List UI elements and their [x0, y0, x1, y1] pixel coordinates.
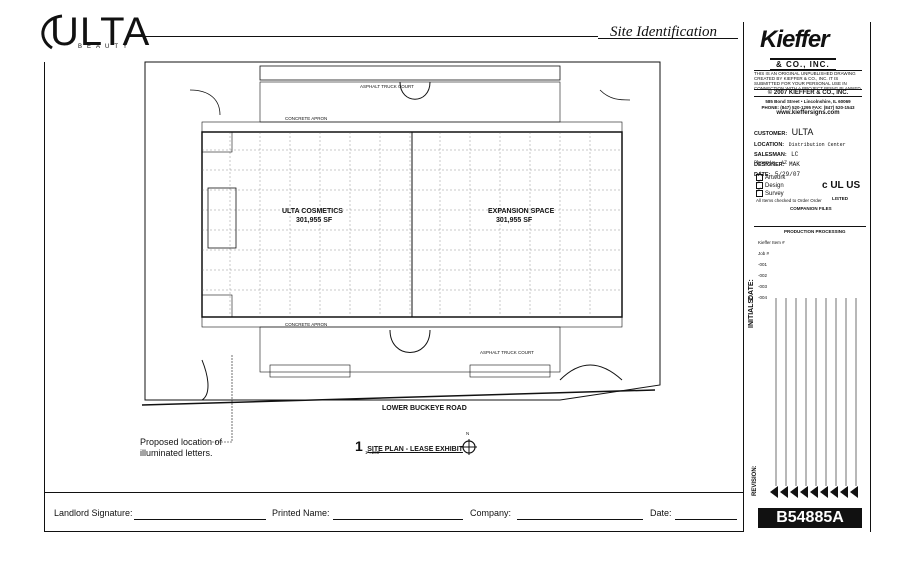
- top-parking: [259, 65, 561, 81]
- rev-date-label: DATE:: [748, 279, 755, 300]
- area-label-2: CONCRETE APRON: [285, 322, 328, 327]
- frame-bottom: [44, 531, 744, 532]
- driveway-right: [559, 364, 623, 381]
- revision-label: REVISION:: [752, 465, 758, 496]
- truck-court-top: [259, 81, 561, 123]
- ul-listed: LISTED: [832, 196, 849, 201]
- company-label: Company:: [470, 508, 512, 518]
- ulta-logo: ULTA: [36, 10, 149, 54]
- copyright: © 2007 KIEFFER & CO., INC.: [754, 89, 862, 97]
- north-arrow-icon: [461, 439, 477, 455]
- logo-arc-icon: [41, 14, 63, 50]
- corner-office-top: [201, 131, 233, 153]
- landlord-signature-field[interactable]: [134, 518, 266, 520]
- apron-top: [201, 121, 623, 133]
- plan-title-block: 1 SITE PLAN - LEASE EXHIBIT 1"=200': [355, 438, 463, 456]
- bottom-parking-right: [469, 364, 551, 378]
- road-label: LOWER BUCKEYE ROAD: [382, 405, 467, 412]
- field-row: DESIGNER: MAK: [754, 161, 800, 168]
- header-rule: [140, 36, 598, 37]
- date-label: Date:: [650, 508, 672, 518]
- area-label-4: ASPHALT TRUCK COURT: [480, 350, 534, 355]
- corner-office-bottom: [201, 294, 233, 318]
- area-label-1: CONCRETE APRON: [285, 116, 328, 121]
- ulta-cosmetics-label: ULTA COSMETICS: [282, 208, 343, 215]
- titleblock-fields: CUSTOMER: ULTA LOCATION: Distribution Ce…: [754, 122, 864, 178]
- logo-text: ULTA: [50, 10, 151, 54]
- field-row: SALESMAN: LC: [754, 151, 799, 158]
- header-rule-right: [598, 38, 738, 39]
- fine-print: THIS IS AN ORIGINAL UNPUBLISHED DRAWING …: [754, 70, 862, 89]
- road-line: [141, 389, 656, 406]
- website: www.kieffersigns.com: [776, 110, 840, 116]
- checks-note: All Items checked to Order Order: [756, 198, 822, 204]
- printed-name-label: Printed Name:: [272, 508, 330, 518]
- kieffer-logo: Kieffer & CO., INC.: [760, 26, 858, 71]
- divider: [754, 226, 866, 227]
- callout-leader: [212, 354, 233, 443]
- check-artwork[interactable]: Artwork: [756, 171, 822, 182]
- check-design[interactable]: Design: [756, 179, 822, 190]
- truck-court-bottom: [259, 326, 561, 373]
- plan-number: 1: [355, 438, 363, 454]
- titleblock-right: [870, 22, 871, 532]
- signature-top-rule: [44, 492, 744, 493]
- company-name: Kieffer: [760, 26, 830, 53]
- printed-name-field[interactable]: [333, 518, 463, 520]
- callout-text: Proposed location of illuminated letters…: [140, 437, 223, 458]
- frame-left: [44, 62, 45, 532]
- address: 585 Bond Street • Lincolnshire, IL 60069: [765, 99, 851, 104]
- check-survey[interactable]: Survey: [756, 187, 822, 198]
- approval-checks: Artwork Design Survey All Items checked …: [756, 171, 822, 204]
- site-plan-drawing: [141, 61, 661, 406]
- ulta-cosmetics-area: 301,955 SF: [296, 217, 333, 224]
- field-row: DATE: 5/29/07: [754, 171, 801, 178]
- phone: PHONE: (847) 520-1295 FAX: (847) 520-154…: [761, 105, 855, 110]
- ul-mark-icon: c UL US: [822, 180, 861, 191]
- job-code-badge: B54885A: [758, 508, 862, 528]
- area-label-3: ASPHALT TRUCK COURT: [360, 84, 414, 89]
- revision-grid: [770, 298, 858, 498]
- site-boundary: [144, 61, 661, 401]
- page-title: Site Identification: [610, 24, 718, 40]
- entry-bottom: [389, 329, 431, 353]
- logo-sub: BEAUTY: [78, 44, 133, 50]
- landlord-signature-label: Landlord Signature:: [54, 508, 133, 518]
- initials-label: INITIALS:: [748, 296, 755, 329]
- expansion-label: EXPANSION SPACE: [488, 208, 555, 215]
- plan-scale: 1"=200': [365, 450, 381, 455]
- expansion-area: 301,955 SF: [496, 217, 533, 224]
- office-block: [207, 187, 237, 249]
- production-rows: Kieffer Item # Job # -001 -002 -003 -004: [758, 240, 785, 300]
- company-field[interactable]: [517, 518, 643, 520]
- companion-files: COMPANION FILES: [790, 206, 832, 211]
- north-label: N: [466, 431, 470, 436]
- driveway-left: [201, 359, 209, 401]
- apron-bottom: [201, 316, 623, 328]
- field-row: CUSTOMER: ULTA: [754, 127, 814, 137]
- field-row: LOCATION: Distribution Center Phoenix, A…: [754, 142, 846, 166]
- plan-title: SITE PLAN - LEASE EXHIBIT: [367, 446, 463, 453]
- entry-top: [399, 81, 431, 100]
- production-processing: PRODUCTION PROCESSING: [784, 229, 846, 234]
- bottom-parking-left: [269, 364, 351, 378]
- frame-right: [743, 22, 744, 532]
- date-field[interactable]: [675, 518, 737, 520]
